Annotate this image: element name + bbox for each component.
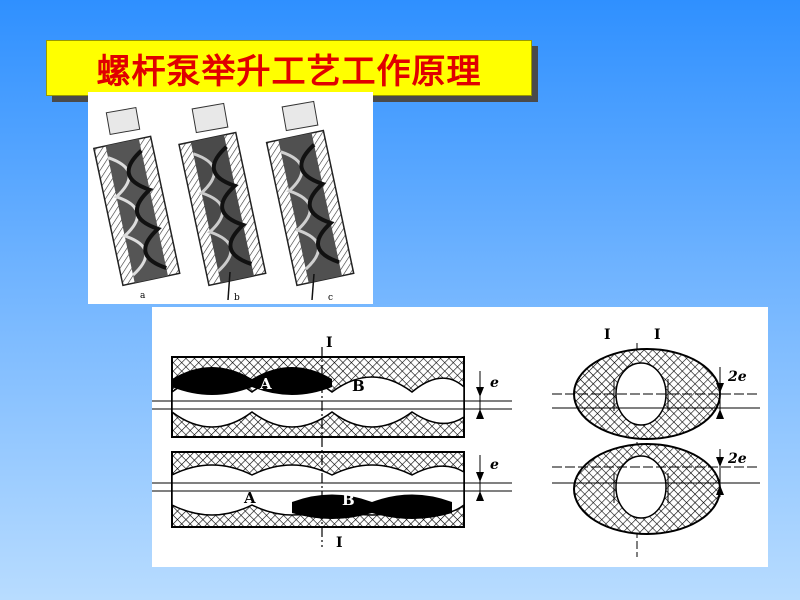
pump-illustration-a (92, 106, 181, 287)
cross-section-marker-1: I (604, 327, 611, 343)
photo-label-c: c (328, 293, 333, 303)
pump-photo-panel: a b c (88, 92, 373, 304)
longitudinal-section-upper: A B (152, 356, 512, 438)
cavity-label-a-upper: A (259, 375, 272, 393)
double-eccentricity-label-lower: 2e (727, 451, 747, 467)
photo-label-a: a (140, 291, 146, 301)
eccentricity-label-lower: e (490, 457, 499, 473)
section-marker-bottom: I (336, 535, 343, 551)
title-banner: 螺杆泵举升工艺工作原理 (46, 40, 532, 96)
eccentricity-marker-lower: e (476, 455, 499, 501)
cross-section-lower (552, 443, 760, 535)
longitudinal-section-lower: A B (152, 451, 512, 528)
pump-photo-illustration: a b c (92, 100, 355, 303)
photo-label-b: b (234, 293, 240, 303)
slide-title: 螺杆泵举升工艺工作原理 (96, 51, 482, 92)
cavity-label-b-upper: B (352, 377, 365, 395)
section-marker-top: I (326, 335, 333, 351)
cavity-label-a-lower: A (243, 489, 256, 507)
cross-section-marker-2: I (654, 327, 661, 343)
pump-illustration-c (265, 100, 355, 301)
double-eccentricity-marker-lower: 2e (716, 449, 747, 497)
cross-section-upper: I I (552, 327, 760, 557)
eccentricity-label-upper: e (490, 375, 499, 391)
double-eccentricity-marker-upper: 2e (716, 367, 747, 419)
principle-diagram-svg: A B A B I I e e (152, 327, 760, 557)
cavity-label-b-lower: B (342, 491, 355, 509)
double-eccentricity-label-upper: 2e (727, 369, 747, 385)
pump-illustration-b (178, 102, 267, 301)
eccentricity-marker-upper: e (476, 371, 499, 419)
working-principle-diagram: A B A B I I e e (152, 307, 768, 567)
